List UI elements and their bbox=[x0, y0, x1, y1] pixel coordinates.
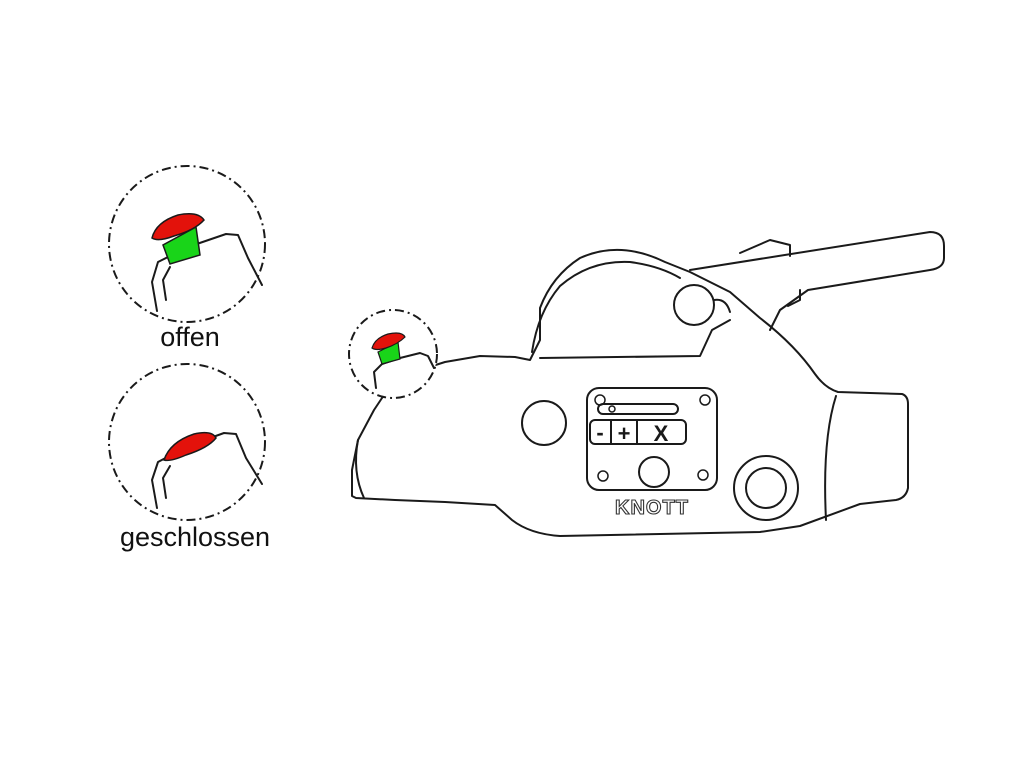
detail-closed bbox=[108, 363, 266, 521]
housing-inner-edge-closed bbox=[162, 465, 171, 499]
plate-center-boss bbox=[638, 456, 670, 488]
indicator-cap bbox=[151, 213, 205, 241]
wear-plus: + bbox=[618, 421, 631, 446]
plate-screw-bl bbox=[597, 470, 609, 482]
label-open-text: offen bbox=[160, 322, 220, 352]
body-shoulder-line bbox=[539, 319, 731, 359]
brand-logo: KNOTT bbox=[615, 497, 689, 519]
plate-screw-br bbox=[697, 469, 709, 481]
safety-indicator-open bbox=[151, 213, 205, 265]
detail-on-coupling bbox=[348, 309, 438, 399]
left-boss bbox=[521, 400, 567, 446]
safety-indicator-small bbox=[371, 332, 406, 365]
pivot-bolt bbox=[673, 284, 715, 326]
right-boss-inner bbox=[745, 467, 787, 509]
small-indicator-cap bbox=[371, 332, 406, 351]
wear-x: X bbox=[654, 421, 669, 446]
body-hump-inner bbox=[531, 260, 681, 353]
indicator-cap-closed bbox=[163, 431, 217, 462]
handle-grip-tab bbox=[739, 239, 791, 257]
handle-joint bbox=[787, 289, 801, 307]
housing-inner-edge bbox=[162, 266, 171, 301]
wear-slider-track bbox=[597, 403, 679, 415]
pivot-bolt-rim bbox=[713, 298, 731, 313]
right-boss-outer bbox=[733, 455, 799, 521]
coupling-handle bbox=[689, 231, 945, 331]
detail-open bbox=[108, 165, 266, 323]
body-seam-right bbox=[824, 395, 837, 521]
housing-edge bbox=[151, 233, 263, 312]
wear-indicator-plate: - + X bbox=[586, 387, 718, 491]
body-seam-left bbox=[355, 439, 365, 499]
coupling-head: - + X KNOTT bbox=[351, 231, 945, 537]
indicator-plate-frame bbox=[586, 387, 718, 491]
safety-indicator-closed bbox=[163, 431, 217, 462]
plate-screw-tr bbox=[699, 394, 711, 406]
wear-slider-knob bbox=[608, 405, 616, 413]
wear-minus: - bbox=[596, 420, 603, 445]
coupling-body-outline bbox=[351, 249, 909, 537]
label-closed-text: geschlossen bbox=[120, 522, 270, 552]
